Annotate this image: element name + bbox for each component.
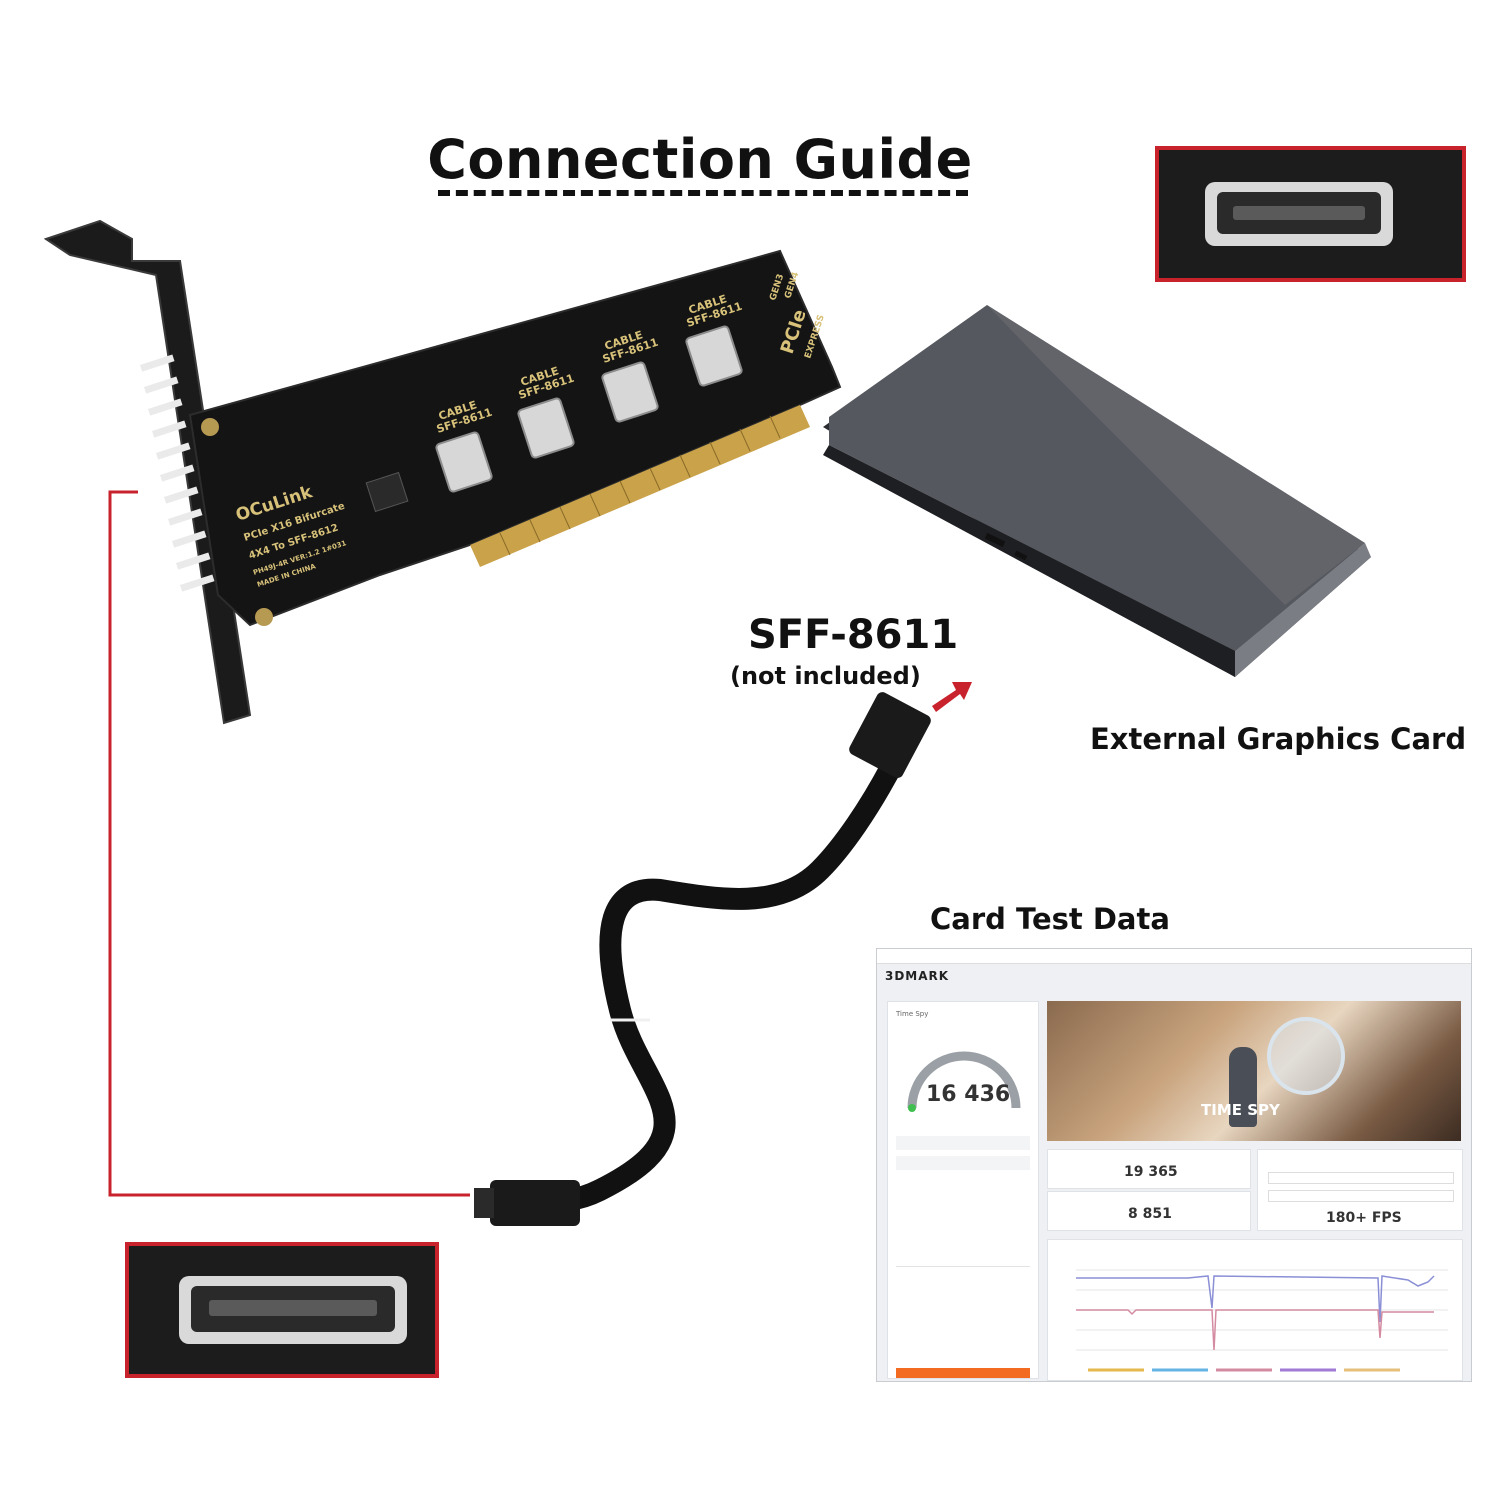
title-underline: [438, 190, 968, 196]
cpu-score: 8 851: [1128, 1206, 1172, 1222]
gpu-score-card: 19 365: [1047, 1149, 1251, 1189]
fps-value: 180+ FPS: [1326, 1210, 1402, 1226]
cpu-score-card: 8 851: [1047, 1191, 1251, 1231]
sff-connector-label: SFF-8611: [748, 612, 959, 658]
benchmark-logo: 3DMARK: [885, 969, 950, 983]
port-closeup-top: [1155, 146, 1466, 282]
score-gauge: [907, 1051, 1021, 1112]
game-select[interactable]: [1268, 1172, 1454, 1184]
monitoring-card: [1047, 1239, 1463, 1381]
oculink-cable: [474, 692, 931, 1226]
monitoring-chart: [1076, 1269, 1448, 1372]
banner-title: TIME SPY: [1201, 1101, 1280, 1119]
egpu-enclosure: [823, 305, 1371, 677]
gpu-score: 19 365: [1124, 1164, 1178, 1180]
connection-line: [108, 490, 470, 1197]
test-banner: TIME SPY: [1047, 1001, 1461, 1141]
page-title: Connection Guide: [427, 128, 973, 191]
test-data-label: Card Test Data: [930, 902, 1170, 936]
preset-select[interactable]: [1268, 1190, 1454, 1202]
port-closeup-bottom: [125, 1242, 439, 1378]
fps-card: 180+ FPS: [1257, 1149, 1463, 1231]
sff-note-label: (not included): [730, 662, 921, 690]
egpu-label: External Graphics Card: [1090, 722, 1467, 756]
benchmark-screenshot: 3DMARK Time Spy 16 436 TIME SPY 19 365 8…: [876, 948, 1472, 1382]
overall-score: 16 436: [926, 1082, 1011, 1107]
arrow-icon: [932, 682, 972, 712]
pcie-card-illustration: CABLE SFF-8611 CABLE SFF-8611 CABLE SFF-…: [43, 219, 842, 725]
window-titlebar: [877, 949, 1471, 964]
score-card: Time Spy 16 436: [887, 1001, 1039, 1379]
details-button[interactable]: [896, 1368, 1030, 1378]
test-name: Time Spy: [896, 1010, 929, 1018]
